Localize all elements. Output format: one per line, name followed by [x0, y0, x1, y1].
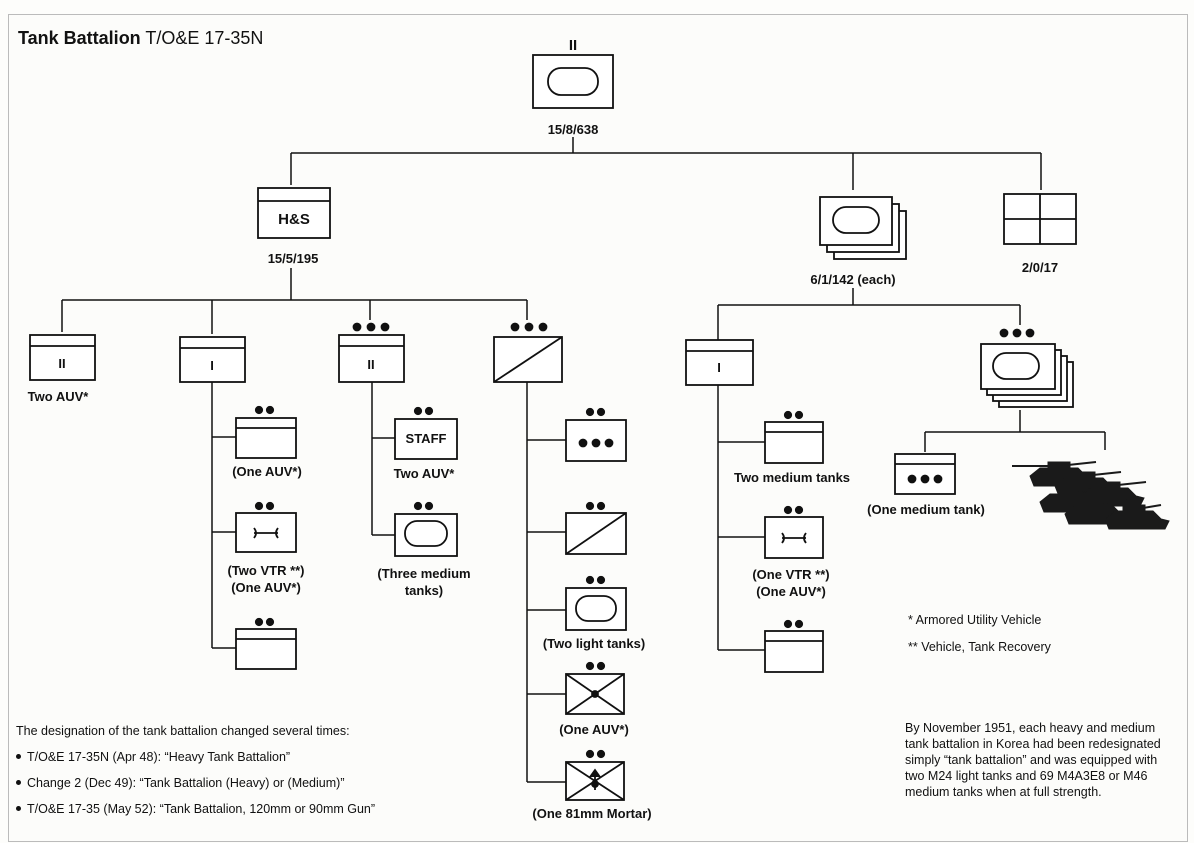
three-medium-label-line1: (Three medium — [377, 566, 471, 581]
company-strength-label: 6/1/142 (each) — [810, 272, 896, 287]
maintenance-section-symbol — [235, 501, 297, 553]
one-auv-label: (One AUV*) — [232, 464, 302, 479]
mortar-section-symbol — [565, 749, 625, 801]
bullet-icon — [16, 780, 21, 786]
staff-section-symbol — [394, 406, 458, 460]
light-tank-section-symbol — [565, 575, 627, 631]
designation-item: T/O&E 17-35N (Apr 48): “Heavy Tank Batta… — [16, 749, 290, 766]
footnote-vtr: ** Vehicle, Tank Recovery — [908, 640, 1051, 654]
recon-auv-label: (One AUV*) — [559, 722, 629, 737]
bullet-icon — [16, 806, 21, 812]
hq-platoon-symbol — [565, 407, 627, 462]
company-hq-section-symbol: I — [685, 339, 754, 386]
two-vtr-label-line1: (Two VTR **) — [227, 563, 305, 578]
staff-auv-label: Two AUV* — [393, 466, 455, 481]
designation-heading: The designation of the tank battalion ch… — [16, 724, 350, 738]
designation-item-text: T/O&E 17-35 (May 52): “Tank Battalion, 1… — [27, 802, 376, 816]
battalion-hq-section-symbol: II — [29, 334, 96, 381]
one-vtr-label-line2: (One AUV*) — [756, 584, 826, 599]
svg-text:II: II — [58, 356, 65, 371]
svg-text:I: I — [210, 358, 214, 373]
bullet-icon — [16, 754, 21, 760]
company-supply-symbol — [764, 619, 824, 673]
battalion-section-symbol: II — [338, 322, 405, 383]
staff-symbol-text: STAFF — [405, 431, 447, 446]
one-vtr-label-line1: (One VTR **) — [752, 567, 830, 582]
svg-text:I: I — [717, 360, 721, 375]
tank-platoons-symbol — [980, 328, 1074, 408]
battalion-hq-symbol: II — [532, 37, 614, 109]
hq-section-symbol — [235, 405, 297, 459]
tank-section-symbol — [394, 501, 458, 557]
one-medium-tank-label: (One medium tank) — [867, 502, 985, 517]
designation-item-text: T/O&E 17-35N (Apr 48): “Heavy Tank Batta… — [27, 750, 291, 764]
company-hq-symbol: I — [179, 336, 246, 383]
hs-company-symbol — [257, 187, 331, 239]
mortar-label: (One 81mm Mortar) — [532, 806, 652, 821]
connector-lines — [61, 137, 1106, 783]
two-light-tanks-label: (Two light tanks) — [542, 636, 646, 651]
assault-gun-section-symbol — [565, 501, 627, 555]
tank-companies-symbol — [819, 196, 907, 260]
svg-text:II: II — [569, 37, 577, 54]
title-designation: T/O&E 17-35N — [145, 28, 264, 48]
recon-section-symbol — [565, 661, 625, 715]
battalion-strength-label: 15/8/638 — [547, 122, 599, 137]
title-bold: Tank Battalion — [18, 28, 141, 48]
medium-tanks-silhouette — [1012, 461, 1170, 530]
company-maintenance-symbol — [764, 505, 824, 559]
two-vtr-label-line2: (One AUV*) — [231, 580, 301, 595]
service-platoon-symbol — [493, 322, 563, 383]
designation-item-text: Change 2 (Dec 49): “Tank Battalion (Heav… — [27, 776, 345, 790]
designation-item: T/O&E 17-35 (May 52): “Tank Battalion, 1… — [16, 801, 375, 818]
supply-section-symbol — [235, 617, 297, 670]
platoon-hq-symbol — [894, 453, 956, 495]
svg-text:II: II — [367, 357, 374, 372]
hs-strength-label: 15/5/195 — [267, 251, 319, 266]
medical-strength-label: 2/0/17 — [1021, 260, 1059, 275]
medical-detachment-symbol — [1003, 193, 1077, 245]
two-medium-tanks-label: Two medium tanks — [733, 470, 851, 485]
three-medium-label-line2: tanks) — [404, 583, 444, 598]
two-auv-label: Two AUV* — [27, 389, 89, 404]
footnote-auv: * Armored Utility Vehicle — [908, 613, 1042, 627]
hs-symbol-text: H&S — [278, 211, 310, 228]
diagram-title: Tank Battalion T/O&E 17-35N — [18, 28, 263, 49]
company-hq-tanks-symbol — [764, 410, 824, 464]
korea-redesignation-paragraph: By November 1951, each heavy and medium … — [905, 721, 1161, 799]
designation-item: Change 2 (Dec 49): “Tank Battalion (Heav… — [16, 775, 344, 792]
